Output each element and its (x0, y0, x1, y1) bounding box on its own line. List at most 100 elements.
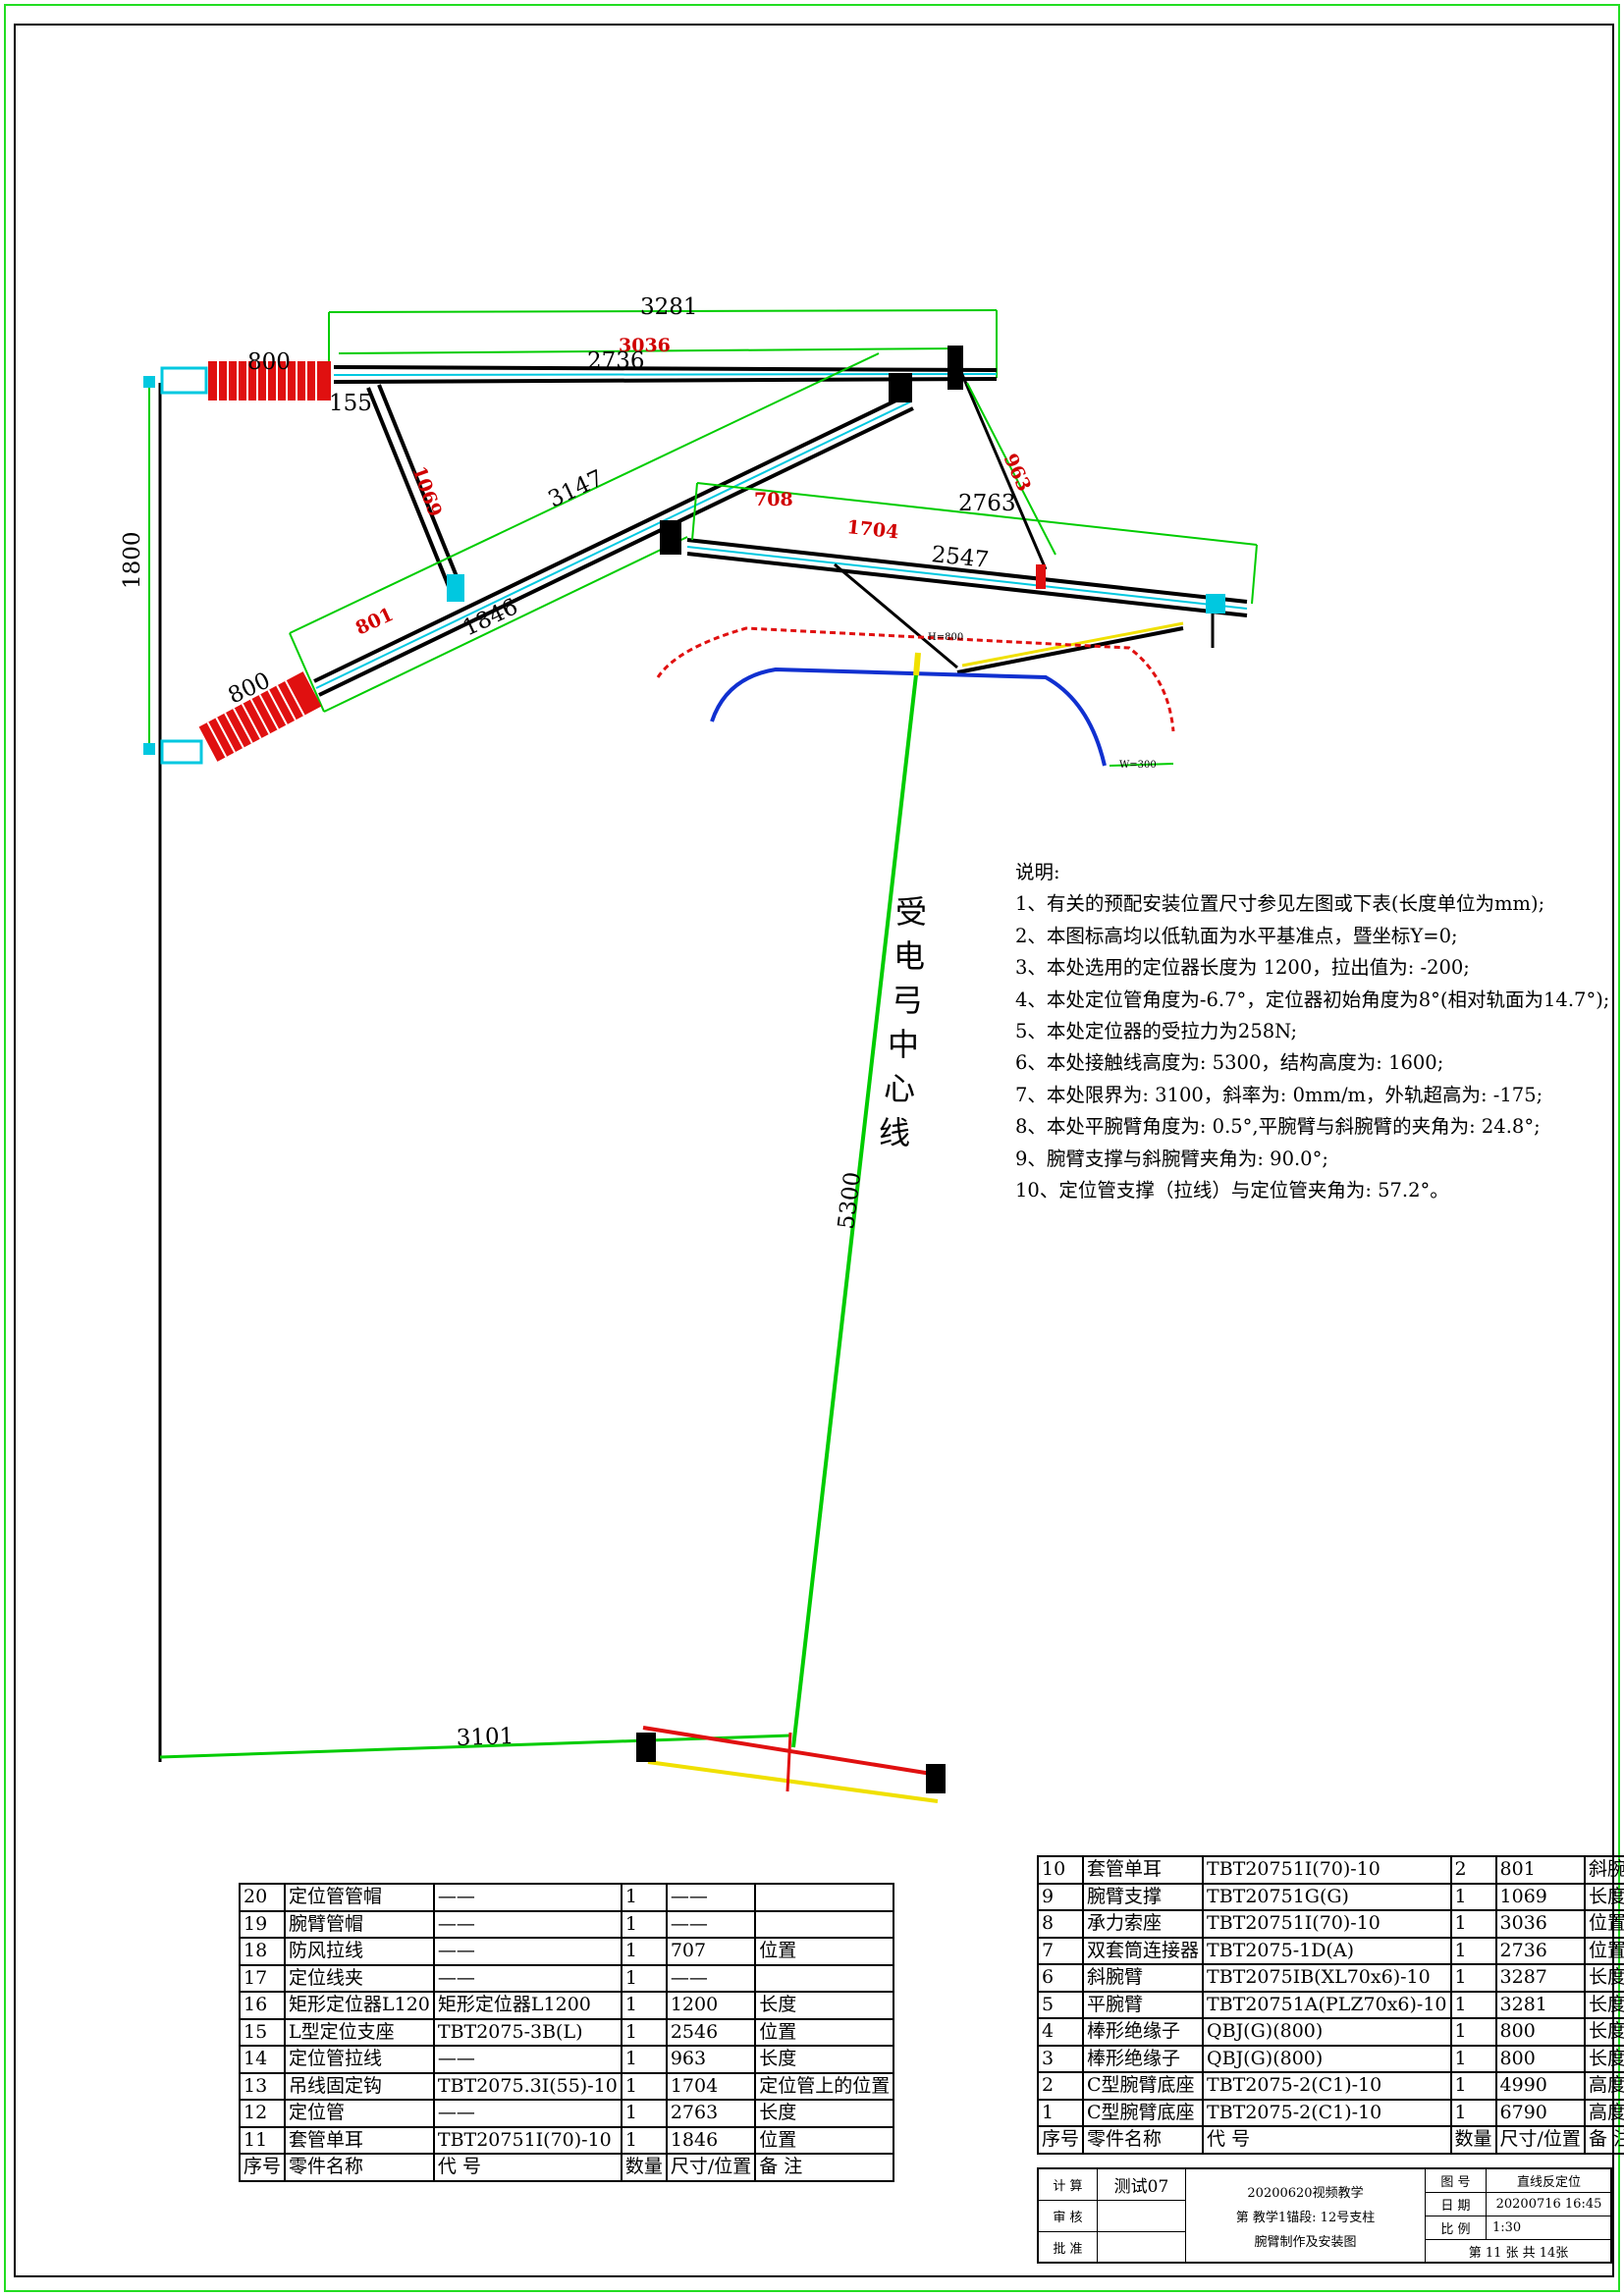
dim-3101: 3101 (456, 1724, 514, 1751)
parts_right-cell: 800 (1494, 2044, 1586, 2073)
dim-3036: 3036 (619, 335, 671, 356)
parts_left-cell: 1 (620, 1991, 668, 2020)
parts_left-cell: 1 (620, 1937, 668, 1966)
parts_left-cell: 1 (620, 1909, 668, 1939)
calc-label: 计 算 (1039, 2169, 1098, 2201)
calc-value: 测试07 (1098, 2169, 1186, 2201)
dim-801: 801 (352, 604, 397, 640)
stay-wire (955, 362, 1048, 570)
horizontal-arm-top (333, 365, 998, 372)
parts_left-cell: 16 (238, 1991, 287, 2020)
dim-2763: 2763 (958, 491, 1016, 516)
parts_right-cell: 零件名称 (1082, 2125, 1205, 2155)
parts_right-cell: QBJ(G)(800) (1202, 2044, 1452, 2073)
parts_left-cell: —— (665, 1963, 757, 1993)
parts_right-cell: 3 (1036, 2044, 1085, 2073)
parts_left-cell: TBT20751I(70)-10 (432, 2125, 623, 2155)
dim-2736: 2736 (587, 348, 645, 374)
parts_left-cell: 长度 (754, 2099, 895, 2128)
parts_right-cell: TBT2075-1D(A) (1202, 1936, 1452, 1965)
parts_left-cell: TBT2075-3B(L) (432, 2017, 623, 2047)
parts_left-cell: 位置 (754, 2017, 895, 2047)
parts_right-cell: TBT2075-2(C1)-10 (1202, 2098, 1452, 2127)
parts_left-cell: 707 (665, 1937, 757, 1966)
parts_right-cell: 1 (1449, 2098, 1497, 2127)
horizontal-arm-center (333, 373, 998, 376)
note-item: 1、有关的预配安装位置尺寸参见左图或下表(长度单位为mm); (1015, 892, 1545, 916)
parts_left-cell: —— (665, 1883, 757, 1912)
parts_right-cell: 2 (1449, 1855, 1497, 1885)
upper-base-fitting (160, 366, 208, 395)
drawing-border (14, 24, 1614, 2277)
scale-label: 比 例 (1426, 2216, 1487, 2240)
pantograph-label-3: 中 (888, 1026, 919, 1063)
top-dim-line (328, 309, 998, 313)
parts_left-cell: 18 (238, 1937, 287, 1966)
parts_right-cell: 1 (1449, 2017, 1497, 2047)
parts_right-cell: C型腕臂底座 (1082, 2071, 1205, 2101)
parts_left-cell: 1704 (665, 2071, 757, 2101)
parts_right-cell: 棒形绝缘子 (1082, 2044, 1205, 2073)
parts_left-cell: 长度 (754, 2045, 895, 2074)
parts_right-cell: 斜腕臂 (1082, 1963, 1205, 1993)
parts_right-cell: 6 (1036, 1963, 1085, 1993)
parts_left-cell: 1846 (665, 2125, 757, 2155)
gauge-dim-line (159, 1734, 791, 1759)
parts_right-cell: C型腕臂底座 (1082, 2098, 1205, 2127)
parts_left-cell: 1 (620, 2017, 668, 2047)
parts_right-cell: 4990 (1494, 2071, 1586, 2101)
fitting-top-right (947, 346, 963, 390)
parts_right-cell: 8 (1036, 1909, 1085, 1939)
parts_right-cell: 1 (1449, 1882, 1497, 1911)
parts_right-cell: 备 注 (1583, 2125, 1624, 2155)
parts_right-cell: TBT20751A(PLZ70x6)-10 (1202, 1990, 1452, 2019)
lower-base-fitting (160, 739, 203, 765)
parts_left-cell: —— (432, 1937, 623, 1966)
scale-value: 1:30 (1487, 2216, 1612, 2240)
fitting-end (1206, 594, 1225, 614)
stay-clamp (1036, 564, 1046, 589)
note-item: 6、本处接触线高度为: 5300，结构高度为: 1600; (1015, 1051, 1444, 1075)
dim-ext-left (289, 632, 325, 713)
pantograph-center-yellow (913, 652, 921, 676)
pantograph-label-2: 弓 (892, 982, 923, 1019)
parts_right-cell: 800 (1494, 2017, 1586, 2047)
parts_right-cell: 1069 (1494, 1882, 1586, 1911)
registration-arm-yellow (961, 621, 1184, 667)
parts_right-cell: 长度 (1583, 2044, 1624, 2073)
dim-1846: 1846 (460, 594, 522, 641)
dim-small-h: H=800 (928, 632, 963, 643)
parts_right-cell: 代 号 (1202, 2125, 1452, 2155)
parts_right-cell: TBT20751I(70)-10 (1202, 1909, 1452, 1939)
parts_left-cell: 数量 (620, 2153, 668, 2182)
parts_right-cell: 1 (1449, 1990, 1497, 2019)
parts_left-cell: 矩形定位器L1200 (432, 1991, 623, 2020)
parts_left-cell: 定位管上的位置 (754, 2071, 895, 2101)
horizontal-arm-bottom (333, 377, 998, 384)
parts_left-cell: 定位管拉线 (284, 2045, 435, 2074)
parts_right-cell: 尺寸/位置 (1494, 2125, 1586, 2155)
parts_right-cell: 位置 (1583, 1936, 1624, 1965)
parts_left-cell: 备 注 (754, 2153, 895, 2182)
parts_left-cell: 14 (238, 2045, 287, 2074)
parts_left-cell: L型定位支座 (284, 2017, 435, 2047)
dim-1069: 1069 (407, 463, 446, 519)
parts_right-cell: 4 (1036, 2017, 1085, 2047)
parts_right-cell: 套管单耳 (1082, 1855, 1205, 1885)
parts_right-cell: 高度 (1583, 2098, 1624, 2127)
parts_left-cell: 吊线固定钩 (284, 2071, 435, 2101)
note-item: 5、本处定位器的受拉力为258N; (1015, 1020, 1298, 1043)
notes-block: 说明: 1、有关的预配安装位置尺寸参见左图或下表(长度单位为mm); 2、本图标… (1015, 857, 1609, 1206)
parts_right-cell: 长度 (1583, 1963, 1624, 1993)
parts_right-cell: 承力索座 (1082, 1909, 1205, 1939)
parts_right-cell: 数量 (1449, 2125, 1497, 2155)
parts_right-cell: 2 (1036, 2071, 1085, 2101)
dim-2547-line (696, 482, 1258, 546)
